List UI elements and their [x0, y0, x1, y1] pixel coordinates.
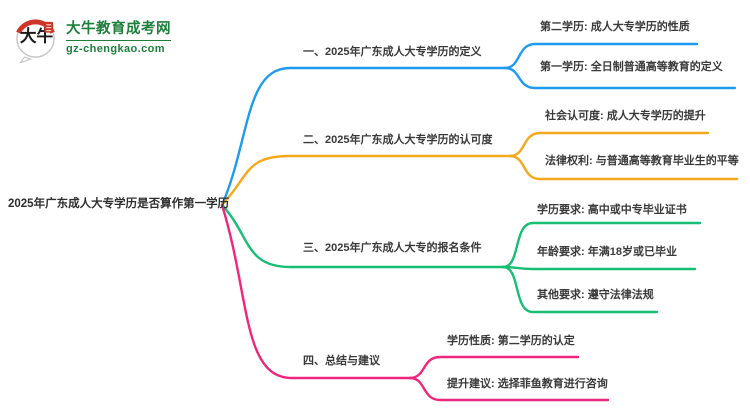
branch-2-child-1-connector	[508, 131, 710, 158]
site-domain: gz-chengkao.com	[66, 42, 165, 55]
branch-3-child-2-label: 年龄要求: 年满18岁或已毕业	[537, 246, 677, 258]
bull-speech-bubble-icon: 大牛	[16, 19, 55, 63]
branch-2-line	[220, 154, 512, 207]
branch-2-child-2-connector	[508, 154, 739, 181]
branch-3-child-1-connector	[501, 221, 702, 269]
branch-4-child-2-connector	[408, 376, 610, 402]
branch-3-child-3-label: 其他要求: 遵守法律法规	[537, 289, 654, 301]
site-logo: 大牛 大牛教育成考网 gz-chengkao.com	[12, 13, 171, 63]
branch-2-label: 二、2025年广东成人大专学历的认可度	[303, 134, 493, 146]
branch-4-line	[220, 203, 412, 380]
branch-2-child-2-label: 法律权利: 与普通高等教育毕业生的平等	[545, 155, 739, 167]
branch-1-line	[220, 66, 507, 207]
speech-bubble-tail	[19, 56, 33, 63]
branch-4-child-1-label: 学历性质: 第二学历的认定	[447, 335, 575, 347]
logo-seal-marks	[46, 24, 52, 32]
branch-3-label: 三、2025年广东成人大专的报名条件	[303, 242, 482, 254]
site-name: 大牛教育成考网	[66, 21, 171, 41]
branch-3-child-1-label: 学历要求: 高中或中专毕业证书	[537, 204, 687, 216]
branch-3-line	[220, 203, 505, 269]
branch-3-child-3-connector	[501, 265, 659, 314]
branch-1-child-2-connector	[503, 66, 737, 90]
branch-1-child-2-label: 第一学历: 全日制普通高等教育的定义	[540, 61, 723, 73]
branch-4-child-2-label: 提升建议: 选择菲鱼教育进行咨询	[447, 378, 608, 390]
branch-2-child-1-label: 社会认可度: 成人大专学历的提升	[545, 110, 706, 122]
branch-1-label: 一、2025年广东成人大专学历的定义	[303, 46, 482, 58]
branch-4-child-1-connector	[408, 355, 580, 380]
branch-1-child-1-label: 第二学历: 成人大专学历的性质	[540, 21, 690, 33]
branch-3-child-2-connector	[501, 265, 697, 271]
root-node-label: 2025年广东成人大专学历是否算作第一学历	[8, 198, 230, 210]
branch-1-child-1-connector	[503, 42, 699, 70]
branch-4-label: 四、总结与建议	[303, 355, 380, 367]
